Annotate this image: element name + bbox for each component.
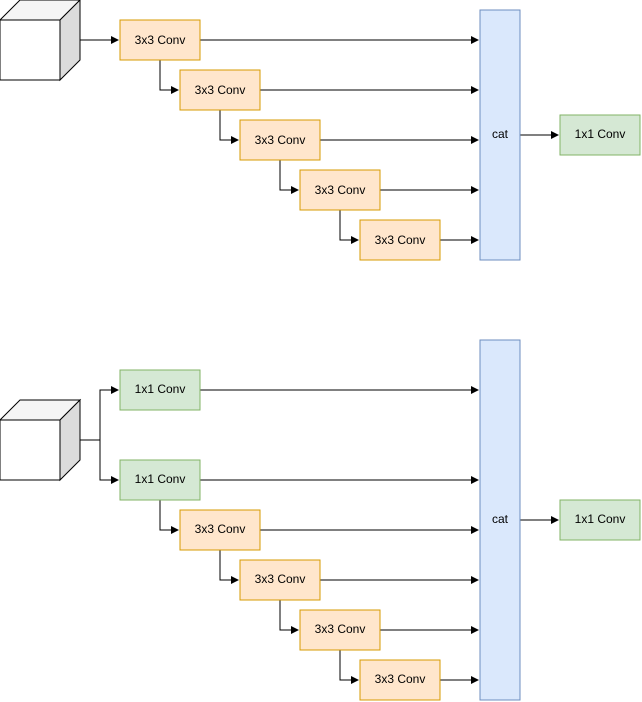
top-cat-block: cat — [479, 9, 521, 261]
top-conv-label-2: 3x3 Conv — [195, 83, 246, 97]
top-conv-block-2: 3x3 Conv — [179, 69, 261, 111]
bottom-branch-block-2: 1x1 Conv — [119, 459, 201, 501]
bottom-chain-arrow-4 — [339, 650, 359, 684]
bottom-chain-arrow-3 — [279, 600, 299, 634]
bottom-conv-label-2: 3x3 Conv — [255, 572, 306, 586]
top-conv-block-1: 3x3 Conv — [119, 19, 201, 61]
top-conv-label-5: 3x3 Conv — [375, 233, 426, 247]
bottom-branch-arrow-2 — [99, 440, 119, 484]
bottom-connectors — [80, 386, 559, 684]
top-input-cube — [0, 0, 81, 82]
bottom-conv-block-3: 3x3 Conv — [299, 609, 381, 651]
top-conv-block-4: 3x3 Conv — [299, 169, 381, 211]
bottom-branch-label-2: 1x1 Conv — [135, 472, 186, 486]
top-chain-arrow-2 — [219, 110, 239, 144]
top-cat-label: cat — [492, 127, 509, 141]
bottom-output-label: 1x1 Conv — [575, 512, 626, 526]
bottom-conv-label-3: 3x3 Conv — [315, 622, 366, 636]
bottom-conv-label-1: 3x3 Conv — [195, 522, 246, 536]
top-conv-label-1: 3x3 Conv — [135, 33, 186, 47]
bottom-cat-block: cat — [479, 339, 521, 701]
bottom-diagram: 1x1 Conv 1x1 Conv 3x3 Conv 3x3 Conv 3x3 … — [0, 339, 641, 701]
top-diagram: 3x3 Conv 3x3 Conv 3x3 Conv 3x3 Conv 3x3 … — [0, 0, 641, 261]
top-chain-arrow-4 — [339, 210, 359, 244]
top-conv-label-3: 3x3 Conv — [255, 133, 306, 147]
bottom-conv-block-1: 3x3 Conv — [179, 509, 261, 551]
bottom-chain-arrow-2 — [219, 550, 239, 584]
bottom-conv-block-2: 3x3 Conv — [239, 559, 321, 601]
top-chain-arrow-1 — [159, 60, 179, 94]
bottom-conv-block-4: 3x3 Conv — [359, 659, 441, 701]
top-chain-arrow-3 — [279, 160, 299, 194]
top-output-block: 1x1 Conv — [559, 114, 641, 156]
top-conv-block-5: 3x3 Conv — [359, 219, 441, 261]
bottom-input-cube — [0, 398, 82, 482]
bottom-output-block: 1x1 Conv — [559, 499, 641, 541]
bottom-conv-label-4: 3x3 Conv — [375, 672, 426, 686]
top-conv-block-3: 3x3 Conv — [239, 119, 321, 161]
bottom-cat-label: cat — [492, 512, 509, 526]
top-conv-label-4: 3x3 Conv — [315, 183, 366, 197]
bottom-branch-label-1: 1x1 Conv — [135, 382, 186, 396]
bottom-chain-arrow-1 — [159, 500, 179, 534]
bottom-branch-arrow-1 — [99, 386, 119, 440]
bottom-branch-block-1: 1x1 Conv — [119, 369, 201, 411]
top-output-label: 1x1 Conv — [575, 127, 626, 141]
top-connectors — [80, 36, 559, 244]
